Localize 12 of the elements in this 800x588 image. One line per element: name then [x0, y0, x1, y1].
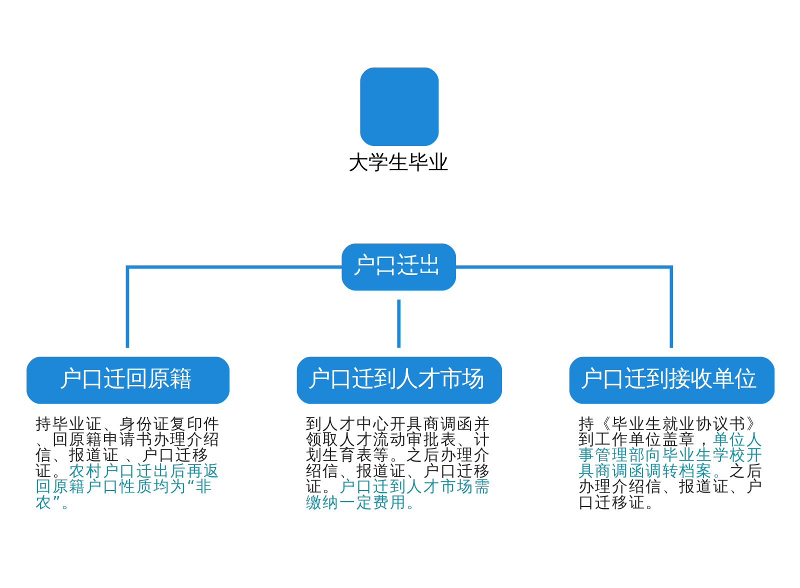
node-label: 持毕业证、身份证复印件	[36, 414, 220, 433]
node-label: 到人才中心开具商调函并	[306, 414, 490, 433]
node-label: 持《毕业生就业协议书》	[578, 414, 763, 433]
node-label: 具商调函调转档案。	[578, 460, 729, 480]
connector	[398, 265, 674, 348]
node-box: 户口迁回原籍	[26, 356, 230, 404]
node-box: 户口迁到人才市场	[296, 356, 502, 404]
connector	[397, 300, 401, 348]
node-box: 户口迁到接收单位	[569, 356, 775, 404]
node-box	[360, 67, 439, 146]
node-label: 大学生毕业	[348, 150, 448, 174]
node-label: 证。	[306, 476, 339, 496]
